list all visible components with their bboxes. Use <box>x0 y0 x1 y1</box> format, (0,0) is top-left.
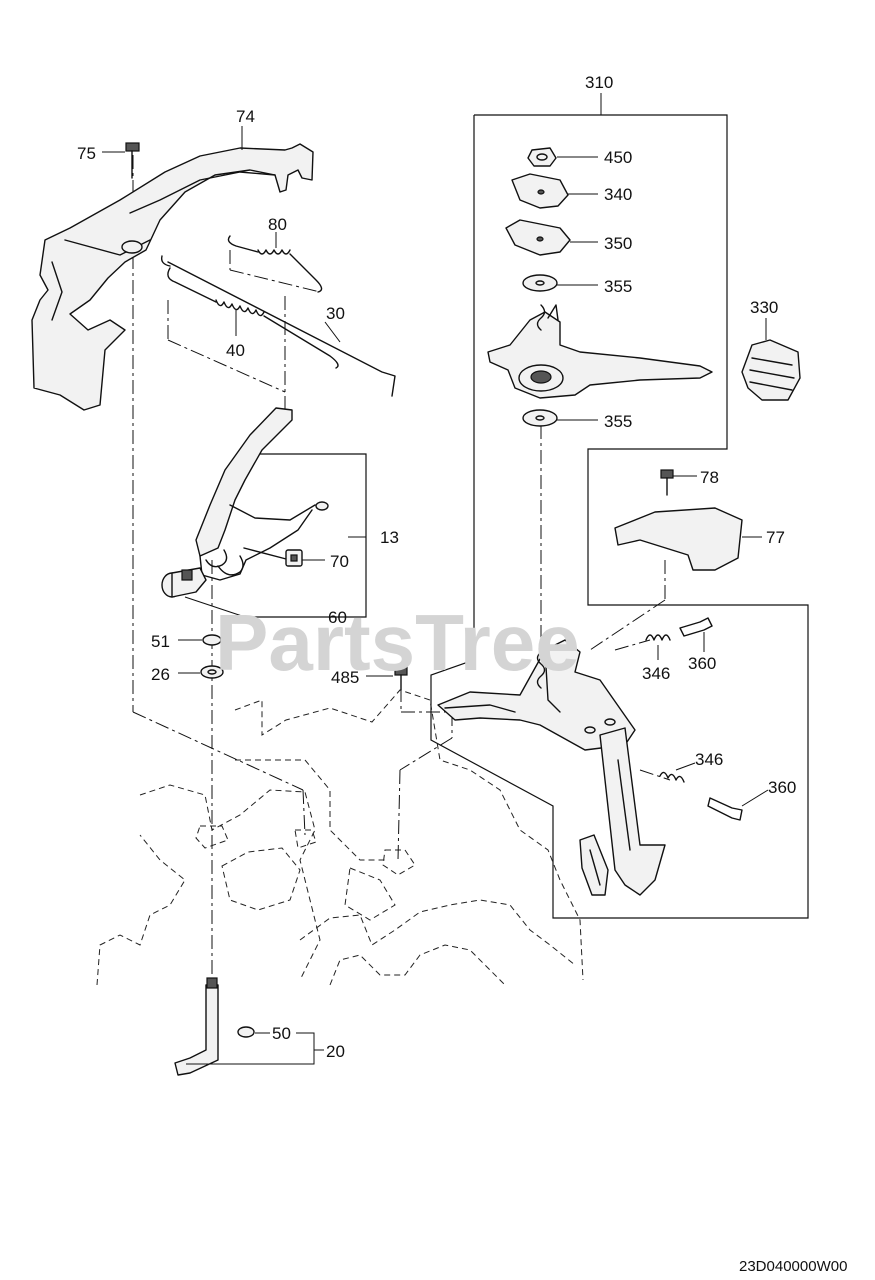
spring-part-40 <box>167 267 339 369</box>
spring-part-346-lower <box>659 762 696 783</box>
spring-part-80 <box>227 232 323 293</box>
callout-355-lower: 355 <box>604 412 632 431</box>
spring-part-346-upper <box>645 634 671 660</box>
callout-30: 30 <box>326 304 345 323</box>
callout-40: 40 <box>226 341 245 360</box>
screw-part-360-lower <box>707 789 769 821</box>
nut-part-450 <box>527 147 598 167</box>
bolt-part-78 <box>660 469 697 496</box>
callout-20: 20 <box>326 1042 345 1061</box>
callout-51: 51 <box>151 632 170 651</box>
callout-60: 60 <box>328 608 347 627</box>
callout-74: 74 <box>236 107 255 126</box>
callout-26: 26 <box>151 665 170 684</box>
assembly-lines <box>132 155 671 990</box>
grip-part-330 <box>741 318 801 401</box>
callout-13: 13 <box>380 528 399 547</box>
assembly-310-box <box>430 114 809 919</box>
callout-70: 70 <box>330 552 349 571</box>
lever-assembly-part-310 <box>487 304 713 399</box>
callout-330: 330 <box>750 298 778 317</box>
washer-part-26 <box>178 665 224 679</box>
callout-450: 450 <box>604 148 632 167</box>
shroud-part-74 <box>31 143 314 411</box>
screw-part-360-upper <box>679 617 713 652</box>
assembly-13-box <box>243 453 367 618</box>
callout-355-upper: 355 <box>604 277 632 296</box>
shaft-part-60 <box>161 567 246 618</box>
diagram-code: 23D040000W00 <box>739 1258 847 1275</box>
callout-346-upper: 346 <box>642 664 670 683</box>
governor-lever-part-13 <box>195 407 366 581</box>
callout-50: 50 <box>272 1024 291 1043</box>
callout-360-upper: 360 <box>688 654 716 673</box>
callout-80: 80 <box>268 215 287 234</box>
clip-part-51 <box>178 634 222 646</box>
callout-360-lower: 360 <box>768 778 796 797</box>
control-bracket <box>437 639 666 896</box>
plate-part-350 <box>505 219 598 256</box>
clip-part-70 <box>285 549 325 567</box>
rod-part-30 <box>160 255 396 397</box>
callout-340: 340 <box>604 185 632 204</box>
watermark: PartsTree <box>215 598 580 687</box>
callout-labels: 310 450 340 350 355 330 355 74 75 80 30 … <box>77 73 796 1061</box>
callout-346-lower: 346 <box>695 750 723 769</box>
spring-governor-link <box>536 639 546 689</box>
callout-77: 77 <box>766 528 785 547</box>
washer-part-355-upper <box>522 274 598 292</box>
plate-part-340 <box>511 173 598 209</box>
link-rod <box>536 304 546 331</box>
engine-outline <box>96 689 584 986</box>
callout-485: 485 <box>331 668 359 687</box>
washer-part-355-lower <box>522 409 598 427</box>
callout-75: 75 <box>77 144 96 163</box>
callout-350: 350 <box>604 234 632 253</box>
callout-310: 310 <box>585 73 613 92</box>
bolt-part-485 <box>366 666 408 691</box>
shaft-part-20 <box>174 977 324 1076</box>
cover-part-77 <box>614 507 762 571</box>
bolt-part-75 <box>102 142 140 179</box>
callout-78: 78 <box>700 468 719 487</box>
